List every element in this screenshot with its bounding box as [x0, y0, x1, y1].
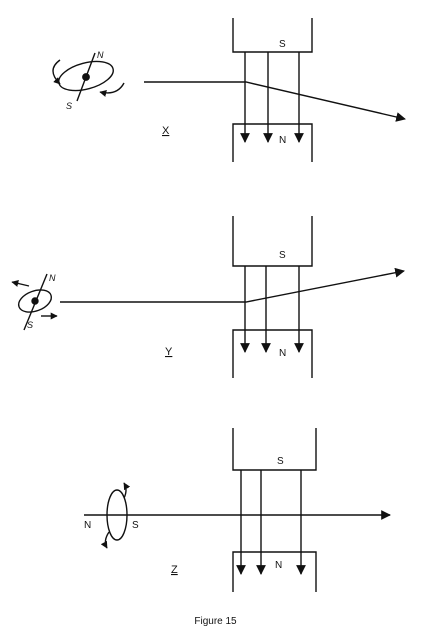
magnet-upper-label: S [279, 39, 286, 50]
atom-beam [60, 267, 405, 303]
atom-south-label: S [66, 101, 72, 111]
magnet-upper-pole [232, 428, 317, 471]
atom-north-label: N [97, 50, 104, 60]
magnet-lower-pole [232, 551, 317, 592]
magnet-lower-pole [232, 123, 313, 162]
spinning-atom [11, 273, 58, 331]
magnet-lower-pole [232, 329, 313, 378]
magnet-lower-label: N [275, 560, 282, 571]
magnet-lower-label: N [279, 135, 286, 146]
panel-x [52, 18, 406, 162]
magnet-lower-label: N [279, 348, 286, 359]
atom-south-label: S [132, 520, 139, 531]
spinning-atom [52, 52, 125, 102]
atom-beam [144, 81, 406, 122]
magnet-upper-pole [232, 18, 313, 53]
spinning-atom [84, 482, 148, 549]
figure-caption: Figure 15 [194, 616, 237, 627]
panel-y [11, 216, 405, 378]
panel-label: Y [165, 346, 173, 358]
atom-north-label: N [49, 273, 56, 283]
magnet-upper-pole [232, 216, 313, 267]
atom-north-label: N [84, 520, 91, 531]
panel-z [84, 428, 391, 592]
panel-label: X [162, 125, 170, 137]
magnet-upper-label: S [277, 456, 284, 467]
panel-label: Z [171, 564, 178, 576]
atom-south-label: S [27, 320, 33, 330]
magnet-upper-label: S [279, 250, 286, 261]
